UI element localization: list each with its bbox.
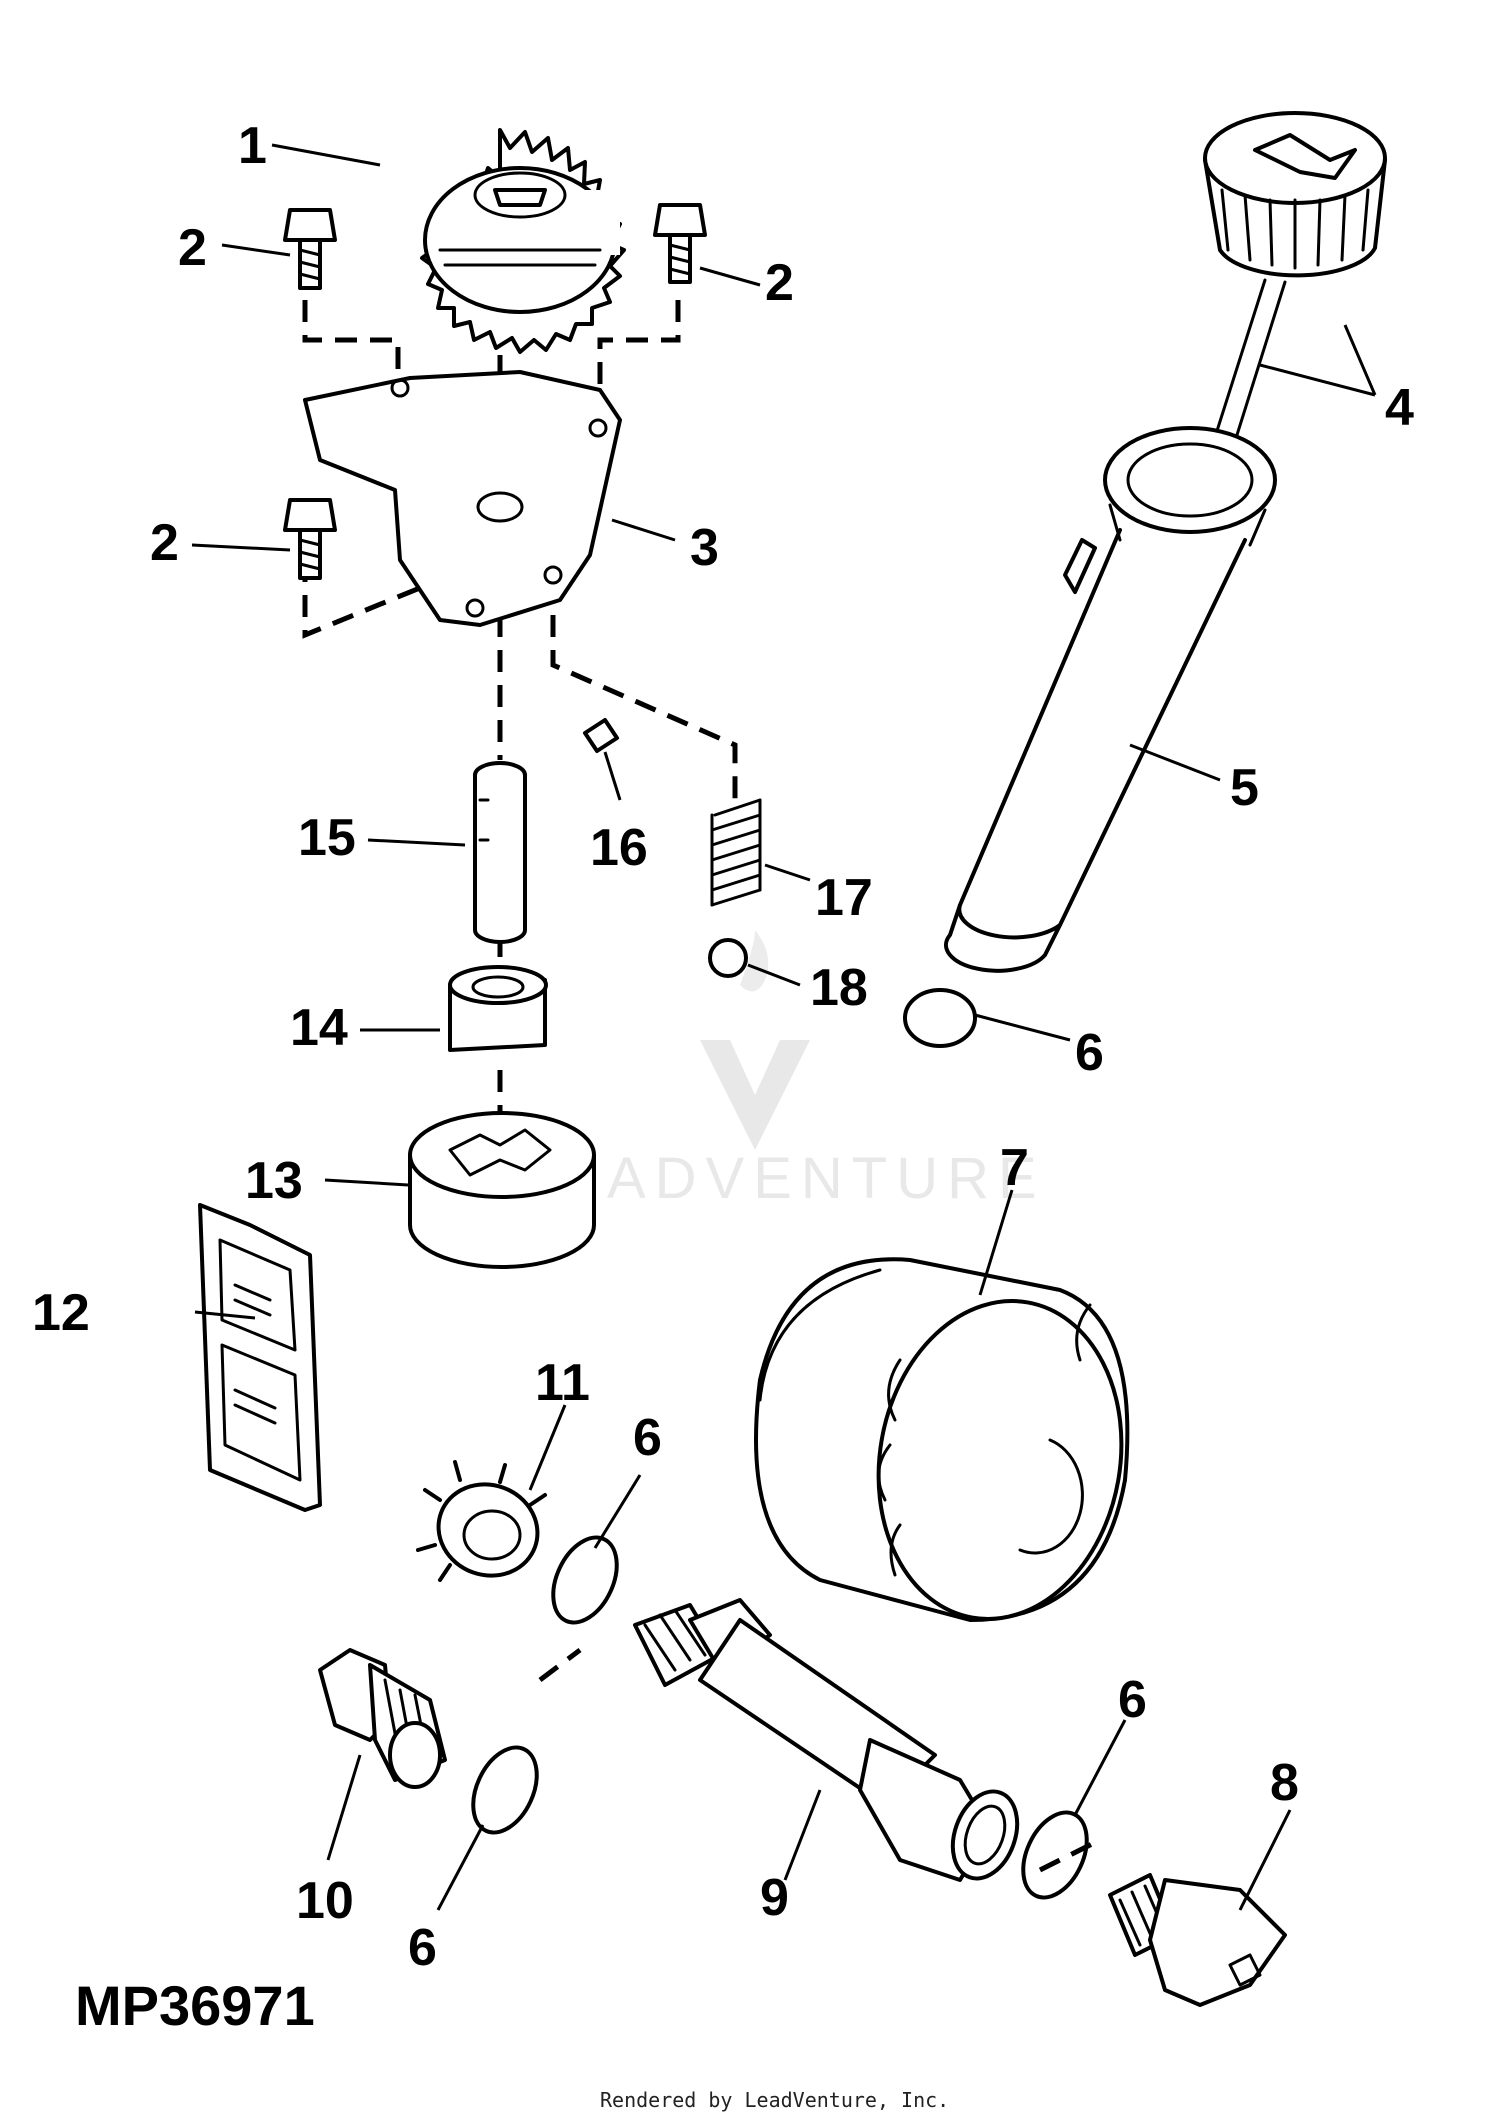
relief-spring (710, 798, 762, 907)
callout-6: 6 (1118, 1671, 1147, 1729)
callout-2: 2 (150, 514, 179, 572)
callout-7: 7 (1000, 1139, 1029, 1197)
o-ring (903, 988, 977, 1048)
callout-2: 2 (178, 219, 207, 277)
relief-valve-plug (1108, 1873, 1287, 2007)
callout-8: 8 (1270, 1754, 1299, 1812)
pump-shaft (473, 761, 527, 944)
callout-12: 12 (32, 1284, 90, 1342)
watermark-text: LEADVENTURE (518, 1146, 1046, 1211)
drive-pin (583, 718, 619, 753)
footer-credit: Rendered by LeadVenture, Inc. (600, 2088, 949, 2112)
callout-17: 17 (815, 869, 873, 927)
filter-adapter (633, 1598, 1020, 1882)
callout-13: 13 (245, 1152, 303, 1210)
lock-washer (416, 1460, 547, 1582)
pump-cover-plate (303, 370, 622, 627)
outer-rotor (408, 1111, 596, 1269)
callout-11: 11 (535, 1354, 590, 1412)
callout-9: 9 (760, 1869, 789, 1927)
callout-18: 18 (810, 959, 868, 1017)
watermark-logo: LEADVENTURE (518, 930, 1046, 1211)
callout-10: 10 (296, 1872, 354, 1930)
callout-4: 4 (1385, 379, 1414, 437)
inner-rotor (448, 965, 548, 1052)
callout-5: 5 (1230, 759, 1259, 817)
callout-6: 6 (633, 1409, 662, 1467)
bolt-part (283, 498, 337, 580)
gear-part (420, 128, 626, 354)
oil-screen (198, 1203, 322, 1512)
dipstick-tube (944, 426, 1277, 973)
callout-6: 6 (408, 1919, 437, 1977)
drain-plug (318, 1648, 447, 1789)
callout-labels: 1 2 2 2 3 4 5 6 6 6 6 7 8 9 10 11 12 13 … (32, 117, 1414, 1977)
bolt-part (283, 208, 337, 290)
callout-16: 16 (590, 819, 648, 877)
o-ring (1021, 1810, 1089, 1900)
callout-3: 3 (690, 519, 719, 577)
relief-ball (708, 938, 748, 978)
callout-2: 2 (765, 254, 794, 312)
diagram-id: MP36971 (75, 1974, 315, 2037)
leader-lines (191, 143, 1377, 1911)
callout-1: 1 (238, 117, 267, 175)
oil-filter (754, 1257, 1130, 1622)
bolt-part (653, 203, 707, 284)
callout-14: 14 (290, 999, 348, 1057)
o-ring (551, 1535, 619, 1625)
o-ring (471, 1745, 539, 1835)
dipstick-cap (1193, 111, 1387, 507)
callout-15: 15 (298, 809, 356, 867)
callout-6: 6 (1075, 1024, 1104, 1082)
